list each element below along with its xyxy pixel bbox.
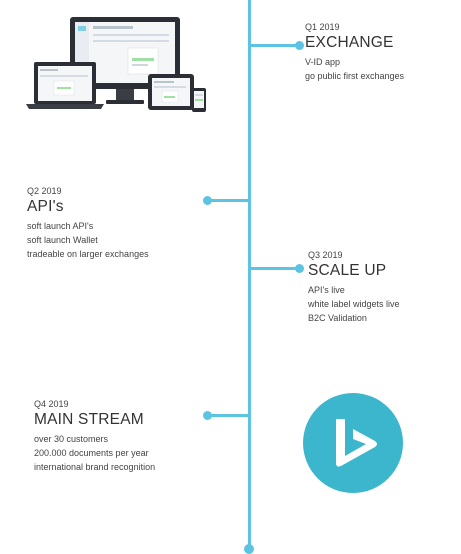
- milestone-quarter: Q4 2019: [34, 399, 69, 409]
- milestone-title: EXCHANGE: [305, 34, 394, 51]
- milestone-q3: Q3 2019 SCALE UP API's live white label …: [308, 250, 400, 325]
- milestone-line: go public first exchanges: [305, 71, 405, 81]
- branch-q2: [210, 199, 250, 202]
- milestone-title: MAIN STREAM: [34, 411, 144, 428]
- milestone-quarter: Q2 2019: [27, 186, 62, 196]
- milestone-line: white label widgets live: [308, 299, 400, 309]
- milestone-q1: Q1 2019 EXCHANGE V-ID app go public firs…: [305, 22, 404, 83]
- milestone-dot-q3: [295, 264, 304, 273]
- milestone-q2: Q2 2019 API's soft launch API's soft lau…: [27, 186, 149, 261]
- milestone-line: V-ID app: [305, 57, 341, 67]
- milestone-title: API's: [27, 198, 64, 215]
- branch-q3: [250, 267, 298, 270]
- milestone-dot-q4: [203, 411, 212, 420]
- branch-q1: [250, 44, 298, 47]
- timeline-spine: [248, 0, 251, 548]
- milestone-dot-q1: [295, 41, 304, 50]
- milestone-q4: Q4 2019 MAIN STREAM over 30 customers 20…: [34, 399, 155, 474]
- branch-q4: [210, 414, 250, 417]
- milestone-line: 200.000 documents per year: [34, 448, 149, 458]
- milestone-quarter: Q1 2019: [305, 22, 340, 32]
- milestone-line: soft launch Wallet: [27, 235, 98, 245]
- brand-logo: [303, 393, 403, 493]
- milestone-quarter: Q3 2019: [308, 250, 343, 260]
- milestone-line: soft launch API's: [27, 221, 94, 231]
- timeline-end-dot: [244, 544, 254, 554]
- milestone-line: API's live: [308, 285, 345, 295]
- milestone-line: B2C Validation: [308, 313, 367, 323]
- play-logo-icon: [336, 419, 377, 467]
- milestone-title: SCALE UP: [308, 262, 387, 279]
- milestone-dot-q2: [203, 196, 212, 205]
- milestone-line: tradeable on larger exchanges: [27, 249, 149, 259]
- milestone-line: over 30 customers: [34, 434, 109, 444]
- milestone-line: international brand recognition: [34, 462, 156, 472]
- devices-mockup-icon: [26, 17, 206, 112]
